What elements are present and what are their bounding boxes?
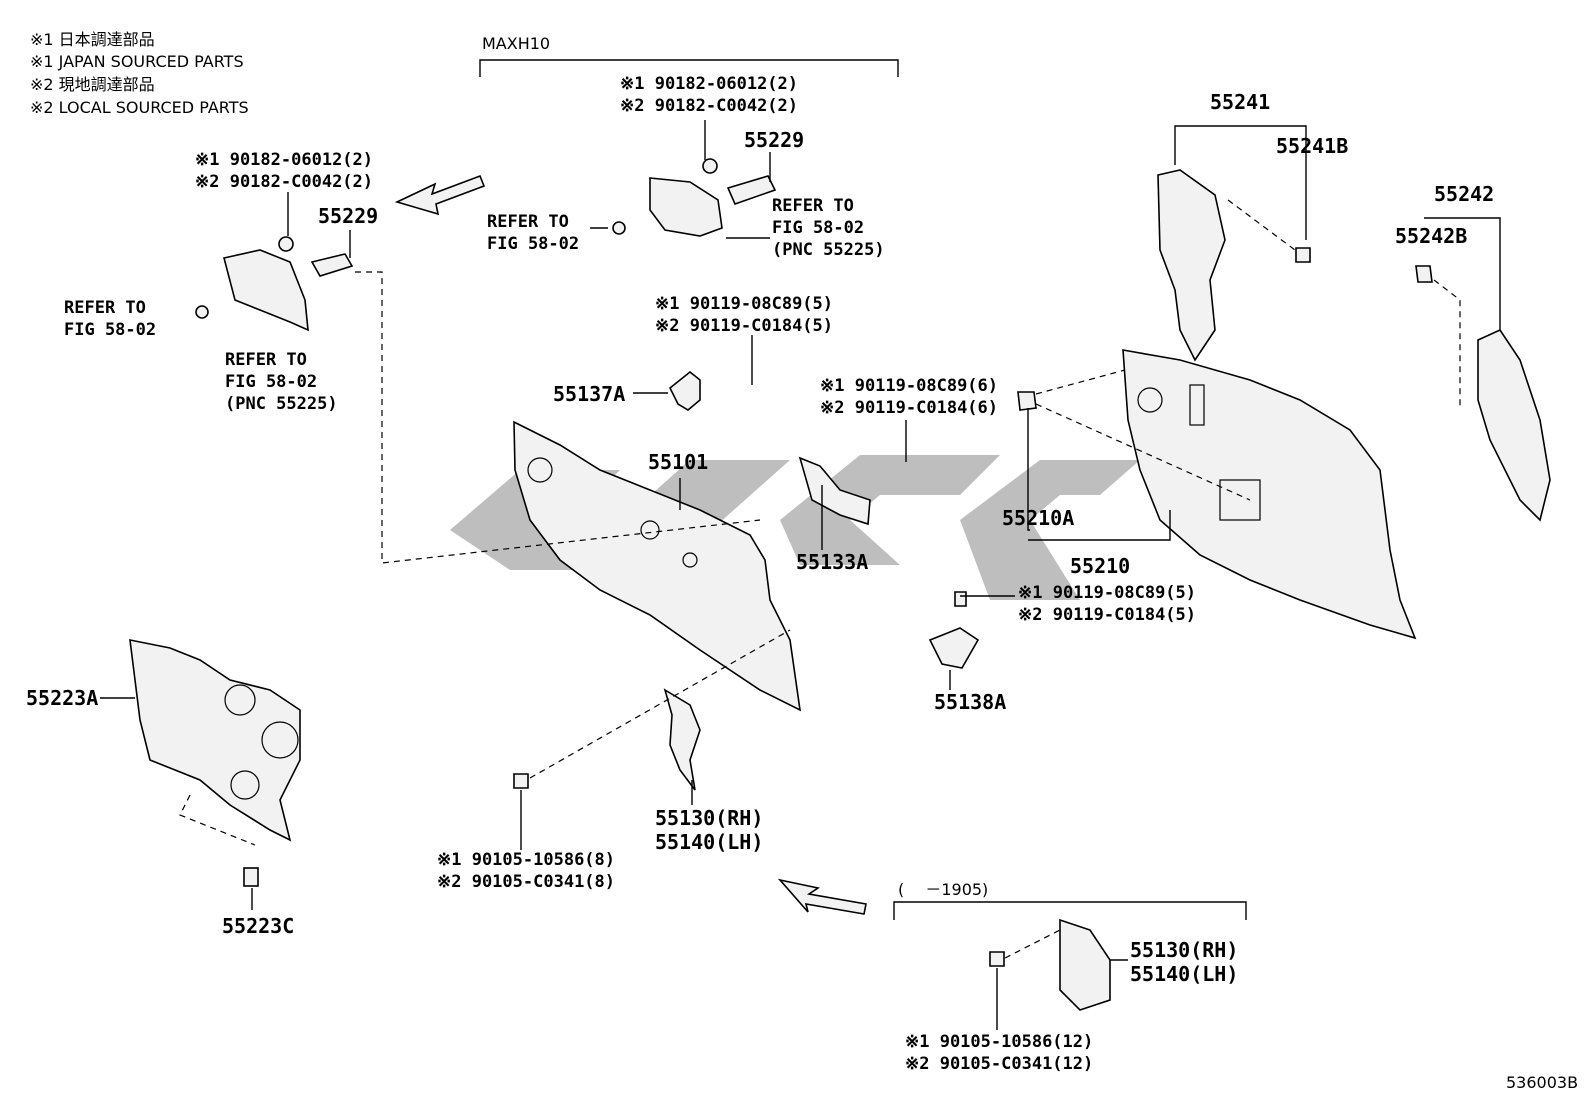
bracket-55137a bbox=[668, 370, 701, 411]
dash-panel-55210 bbox=[1122, 349, 1417, 640]
opening-icon bbox=[1219, 479, 1261, 521]
part-label-55130rh[interactable]: 55130(RH) bbox=[655, 806, 764, 830]
part-label-55140lh[interactable]: 55140(LH) bbox=[655, 830, 764, 854]
bolt-55242b bbox=[1415, 265, 1433, 283]
insulator-55223a bbox=[129, 638, 301, 842]
bolt-callout: ※2 90105-C0341(12) bbox=[905, 1054, 1094, 1074]
part-label-55210a[interactable]: 55210A bbox=[1002, 506, 1075, 530]
hole-icon bbox=[527, 457, 553, 483]
bolt-callout: ※1 90182-06012(2) bbox=[620, 74, 799, 94]
leader-line bbox=[1027, 408, 1030, 531]
part-label-55210[interactable]: 55210 bbox=[1070, 554, 1131, 578]
leader-line bbox=[1424, 217, 1501, 330]
note-local-sourced-jp: ※2 現地調達部品 bbox=[30, 75, 155, 94]
bolt-55210a bbox=[1017, 391, 1037, 411]
bolt-callout: ※1 90119-08C89(6) bbox=[820, 376, 999, 396]
refer-to-figure: FIG 58-02 bbox=[225, 372, 318, 392]
leader-line bbox=[1035, 369, 1126, 395]
leader-line bbox=[1028, 510, 1171, 541]
hole-icon bbox=[230, 770, 260, 800]
leader-line bbox=[179, 794, 256, 846]
refer-to-pnc: (PNC 55225) bbox=[225, 394, 338, 414]
nut-icon bbox=[612, 221, 626, 235]
refer-to-figure: FIG 58-02 bbox=[64, 320, 157, 340]
arrow-icon-left-lower bbox=[777, 878, 867, 915]
hole-icon bbox=[640, 520, 660, 540]
bolt-callout: ※1 90105-10586(12) bbox=[905, 1032, 1094, 1052]
figure-code: 536003B bbox=[1506, 1073, 1579, 1092]
leader-line bbox=[1227, 199, 1296, 251]
refer-to-label: REFER TO bbox=[772, 196, 854, 216]
date-range-bracket bbox=[893, 901, 1247, 920]
leader-line bbox=[355, 271, 761, 564]
hole-icon bbox=[682, 552, 698, 568]
bolt-icon bbox=[513, 773, 529, 789]
leader-line bbox=[1433, 279, 1461, 410]
bolt-icon bbox=[989, 951, 1005, 967]
bolt-callout: ※2 90182-C0042(2) bbox=[195, 172, 374, 192]
bolt-callout: ※1 90119-08C89(5) bbox=[655, 294, 834, 314]
leader-line bbox=[529, 629, 791, 779]
refer-to-figure: FIG 58-02 bbox=[772, 218, 865, 238]
part-label-55101[interactable]: 55101 bbox=[648, 450, 709, 474]
refer-to-pnc: (PNC 55225) bbox=[772, 240, 885, 260]
hole-icon bbox=[1137, 387, 1163, 413]
note-japan-sourced-jp: ※1 日本調達部品 bbox=[30, 30, 155, 49]
part-label-55140lh-early[interactable]: 55140(LH) bbox=[1130, 962, 1239, 986]
part-label-55241[interactable]: 55241 bbox=[1210, 90, 1271, 114]
bolt-icon bbox=[954, 591, 967, 607]
leader-line bbox=[1004, 929, 1061, 959]
bracket-55229-maxh10 bbox=[726, 175, 777, 206]
bolt-callout: ※1 90182-06012(2) bbox=[195, 150, 374, 170]
maxh10-bracket bbox=[479, 59, 899, 77]
hole-icon bbox=[224, 684, 256, 716]
bracket-55138a bbox=[928, 627, 980, 669]
nut-icon bbox=[278, 236, 294, 252]
bolt-callout: ※2 90119-C0184(5) bbox=[655, 316, 834, 336]
part-label-55241b[interactable]: 55241B bbox=[1276, 134, 1349, 158]
pillar-55130-55140 bbox=[663, 688, 701, 791]
group-maxh10-label: MAXH10 bbox=[482, 34, 551, 53]
part-label-55133a[interactable]: 55133A bbox=[796, 550, 869, 574]
refer-to-label: REFER TO bbox=[487, 212, 569, 232]
part-label-55223c[interactable]: 55223C bbox=[222, 914, 295, 938]
leader-line bbox=[1174, 125, 1307, 165]
pillar-55241 bbox=[1157, 169, 1226, 362]
nut-icon bbox=[195, 305, 209, 319]
part-label-55223a[interactable]: 55223A bbox=[26, 686, 99, 710]
part-label-55229[interactable]: 55229 bbox=[318, 204, 379, 228]
bolt-callout: ※1 90105-10586(8) bbox=[437, 850, 616, 870]
bolt-callout: ※2 90119-C0184(6) bbox=[820, 398, 999, 418]
part-label-55138a[interactable]: 55138A bbox=[934, 690, 1007, 714]
bolt-callout: ※1 90119-08C89(5) bbox=[1018, 583, 1197, 603]
refer-to-label: REFER TO bbox=[64, 298, 146, 318]
opening-icon bbox=[1189, 384, 1205, 426]
group-1905-label: ( －1905) bbox=[898, 880, 989, 899]
nut-icon bbox=[702, 158, 718, 174]
note-japan-sourced: ※1 JAPAN SOURCED PARTS bbox=[30, 52, 244, 71]
cover-panel-left bbox=[223, 249, 309, 332]
part-label-55229-maxh10[interactable]: 55229 bbox=[744, 128, 805, 152]
dash-panel-55101 bbox=[513, 420, 802, 712]
bolt-55241b bbox=[1295, 247, 1311, 263]
bracket-55133a bbox=[798, 456, 871, 526]
pillar-55130-55140-early bbox=[1059, 918, 1111, 1011]
part-label-55242b[interactable]: 55242B bbox=[1395, 224, 1468, 248]
part-label-55242[interactable]: 55242 bbox=[1434, 182, 1495, 206]
refer-to-label: REFER TO bbox=[225, 350, 307, 370]
bracket-55229-left bbox=[310, 253, 354, 277]
refer-to-figure: FIG 58-02 bbox=[487, 234, 580, 254]
arrow-icon-left bbox=[394, 174, 486, 216]
note-local-sourced: ※2 LOCAL SOURCED PARTS bbox=[30, 98, 249, 117]
bolt-callout: ※2 90119-C0184(5) bbox=[1018, 605, 1197, 625]
bolt-callout: ※2 90105-C0341(8) bbox=[437, 872, 616, 892]
hole-icon bbox=[261, 721, 299, 759]
bolt-callout: ※2 90182-C0042(2) bbox=[620, 96, 799, 116]
clip-55223c bbox=[243, 867, 259, 887]
cover-panel-maxh10 bbox=[649, 177, 723, 237]
part-label-55130rh-early[interactable]: 55130(RH) bbox=[1130, 938, 1239, 962]
pillar-55242 bbox=[1477, 328, 1551, 522]
part-label-55137a[interactable]: 55137A bbox=[553, 382, 626, 406]
